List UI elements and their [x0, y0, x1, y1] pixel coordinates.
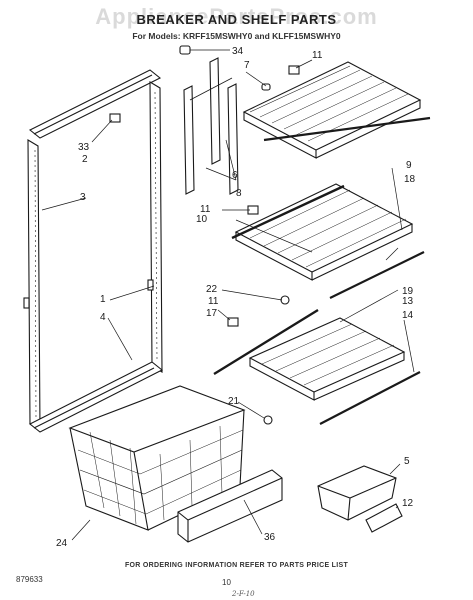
callout-18: 18 — [404, 174, 416, 185]
wire-shelf-lower — [213, 308, 421, 425]
callout-11: 11 — [312, 50, 323, 61]
wire-shelf-middle — [231, 183, 425, 299]
callout-4: 4 — [100, 312, 106, 323]
callout-33: 33 — [78, 142, 90, 153]
clip-34 — [179, 45, 191, 55]
clip-11-top — [288, 65, 300, 75]
callout-7: 7 — [244, 60, 250, 71]
callout-21: 21 — [228, 396, 240, 407]
callout-19: 19 — [402, 286, 414, 297]
callout-9: 9 — [406, 160, 412, 171]
wire-shelf-top — [242, 61, 431, 159]
callout-17: 17 — [206, 308, 218, 319]
page-number: 10 — [222, 578, 231, 587]
shelf-stop-21 — [263, 415, 273, 425]
basket-front-panel — [177, 469, 283, 543]
callout-8: 8 — [236, 188, 242, 199]
ordering-info-footer: FOR ORDERING INFORMATION REFER TO PARTS … — [124, 562, 349, 569]
callout-13: 13 — [402, 296, 414, 307]
breaker-frame — [23, 69, 164, 433]
handwritten-date: 2-F-10 — [232, 590, 255, 598]
leader-lines — [41, 49, 415, 541]
document-number: 879633 — [16, 575, 43, 584]
callout-22: 22 — [206, 284, 218, 295]
callout-3: 3 — [80, 192, 86, 203]
callout-11c: 11 — [208, 296, 219, 307]
wire-basket — [68, 385, 246, 531]
watermark: AppliancePartsPros.com — [95, 4, 378, 29]
clip-11-low — [227, 317, 239, 327]
callout-12: 12 — [402, 498, 414, 509]
callout-10: 10 — [196, 214, 208, 225]
clip-33 — [109, 113, 121, 123]
callout-1: 1 — [100, 294, 106, 305]
callout-36: 36 — [264, 532, 276, 543]
callout-5: 5 — [404, 456, 410, 467]
callout-2: 2 — [82, 154, 88, 165]
shelf-stop-22 — [280, 295, 290, 305]
storage-bin — [317, 465, 403, 533]
callout-11b: 11 — [200, 204, 211, 215]
clip-7 — [261, 83, 271, 91]
callout-6: 6 — [232, 170, 238, 181]
callout-34: 34 — [232, 46, 244, 57]
callout-24: 24 — [56, 538, 68, 549]
page-title: BREAKER AND SHELF PARTS — [136, 12, 337, 27]
callout-14: 14 — [402, 310, 414, 321]
models-subtitle: For Models: KRFF15MSWHY0 and KLFF15MSWHY… — [132, 31, 341, 41]
shelf-supports — [183, 57, 239, 195]
